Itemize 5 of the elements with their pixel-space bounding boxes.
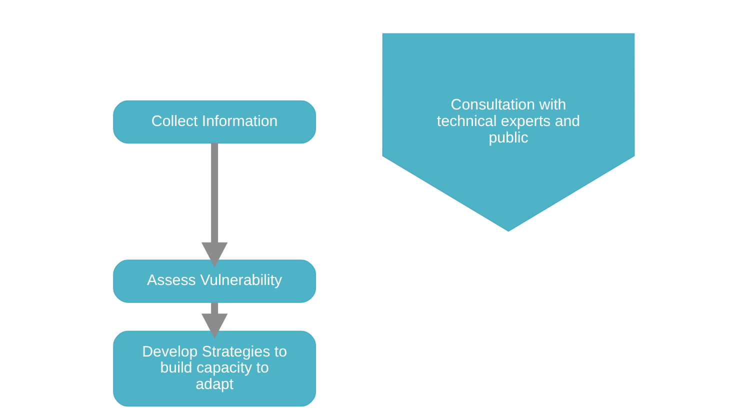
node-box: Collect Information bbox=[113, 100, 316, 144]
node-box: Develop Strategies to build capacity to adapt bbox=[113, 330, 316, 407]
arrow bbox=[201, 302, 228, 339]
arrow bbox=[201, 143, 228, 268]
node-box: Assess Vulnerability bbox=[113, 260, 316, 303]
